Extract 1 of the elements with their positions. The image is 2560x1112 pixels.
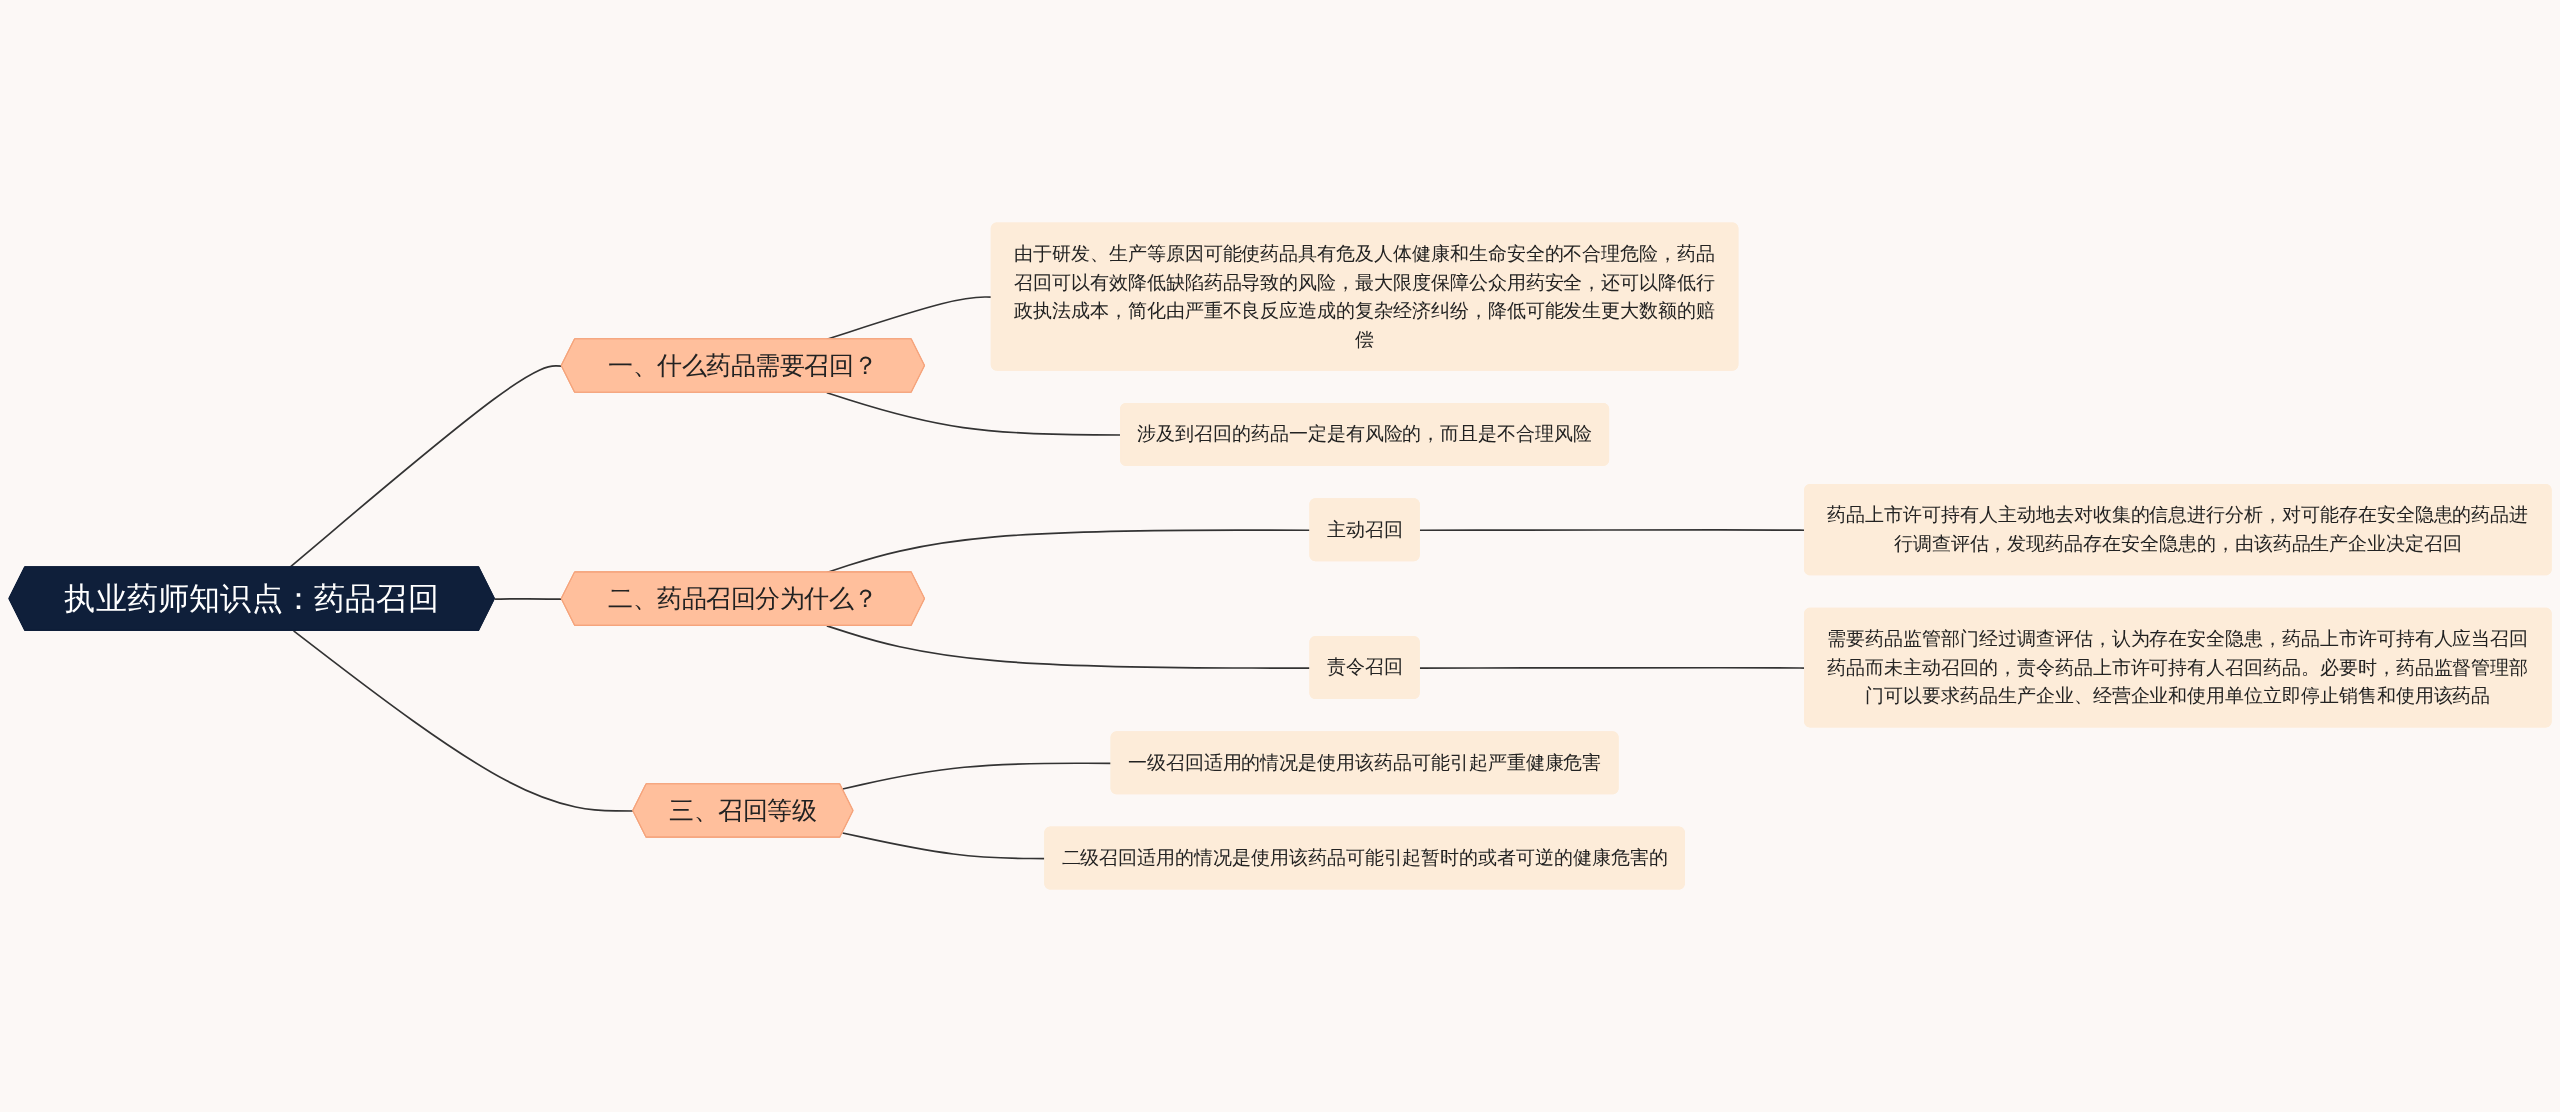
connector	[494, 597, 563, 600]
